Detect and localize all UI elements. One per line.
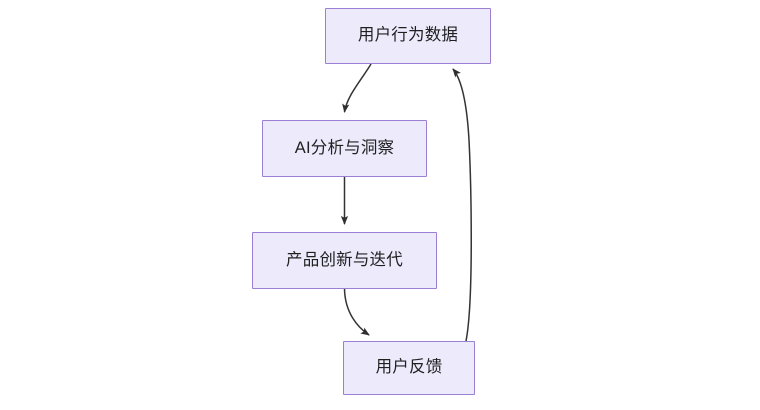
edge-feedback-to-data	[452, 68, 472, 342]
node-user-feedback[interactable]: 用户反馈	[343, 341, 475, 395]
node-ai-analysis[interactable]: AI分析与洞察	[262, 120, 427, 177]
node-label: 产品创新与迭代	[286, 250, 403, 269]
node-label: 用户反馈	[375, 358, 443, 377]
edge-data-to-analysis	[342, 63, 372, 113]
node-product-innovation[interactable]: 产品创新与迭代	[252, 232, 437, 289]
edge-product-to-feedback	[343, 288, 370, 336]
node-label: AI分析与洞察	[294, 138, 395, 157]
node-label: 用户行为数据	[357, 26, 459, 45]
node-user-behavior-data[interactable]: 用户行为数据	[325, 8, 491, 64]
